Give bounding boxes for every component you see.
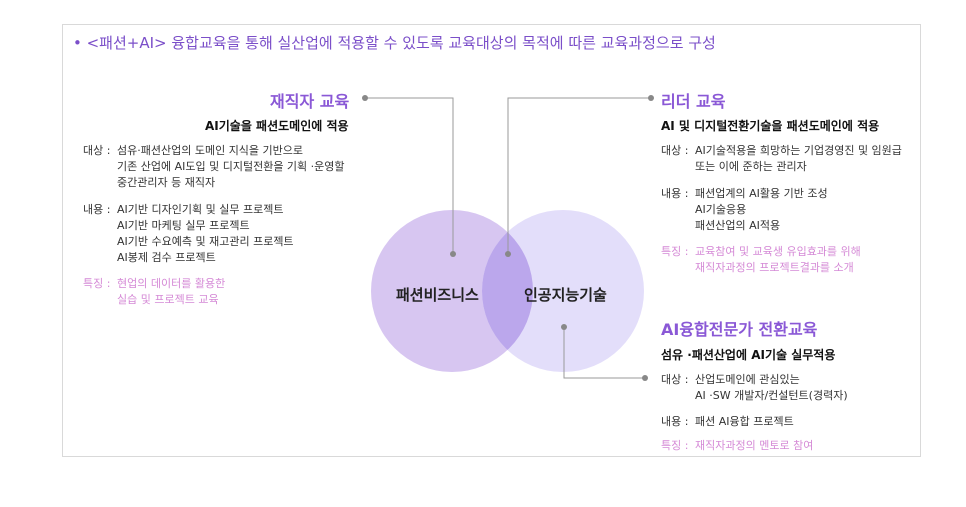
worker-target-3: 중간관리자 등 재직자 (117, 176, 216, 189)
leader-content-label: 내용 : (661, 187, 689, 200)
connector-dot (450, 251, 456, 257)
leader-feature-label: 특징 : (661, 245, 689, 258)
leader-content-1: 패션업계의 AI활용 기반 조성 (695, 187, 828, 200)
worker-feature-label: 특징 : (83, 277, 111, 290)
leader-target-1: AI기술적용을 희망하는 기업경영진 및 임원급 (695, 144, 902, 157)
expert-target-label: 대상 : (661, 373, 689, 386)
leader-target-label: 대상 : (661, 144, 689, 157)
expert-target-1: 산업도메인에 관심있는 (695, 373, 800, 386)
venn-label-ai: 인공지능기술 (524, 286, 607, 304)
worker-content-1: AI기반 디자인기획 및 실무 프로젝트 (117, 203, 284, 216)
expert-title: AI융합전문가 전환교육 (661, 320, 818, 339)
expert-feature-label: 특징 : (661, 439, 689, 452)
worker-content-3: AI기반 수요예측 및 재고관리 프로젝트 (117, 235, 294, 248)
connector-dot (505, 251, 511, 257)
leader-content-3: 패션산업의 AI적용 (695, 219, 781, 232)
expert-subtitle: 섬유 ·패션산업에 AI기술 실무적용 (661, 348, 836, 362)
expert-content-label: 내용 : (661, 415, 689, 428)
worker-feature-2: 실습 및 프로젝트 교육 (117, 293, 219, 306)
connector-dot (648, 95, 654, 101)
leader-feature-2: 재직자과정의 프로젝트결과를 소개 (695, 261, 854, 274)
leader-target-2: 또는 이에 준하는 관리자 (695, 160, 807, 173)
expert-target-2: AI ·SW 개발자/컨설턴트(경력자) (695, 389, 848, 402)
leader-content-2: AI기술응용 (695, 203, 747, 216)
expert-feature-1: 재직자과정의 멘토로 참여 (695, 439, 814, 452)
worker-target-1: 섬유·패션산업의 도메인 지식을 기반으로 (117, 144, 304, 157)
connector-dot (362, 95, 368, 101)
expert-content-1: 패션 AI융합 프로젝트 (695, 415, 794, 428)
connector-expert (563, 327, 645, 379)
worker-content-2: AI기반 마케팅 실무 프로젝트 (117, 219, 250, 232)
connector-leader (507, 97, 651, 254)
connector-dot (561, 324, 567, 330)
connector-worker (365, 97, 454, 254)
venn-circle-fashion (371, 210, 533, 372)
worker-target-2: 기존 산업에 AI도입 및 디지털전환을 기획 ·운영할 (117, 160, 345, 173)
leader-title: 리더 교육 (661, 92, 726, 111)
worker-subtitle: AI기술을 패션도메인에 적용 (205, 119, 349, 133)
worker-title: 재직자 교육 (270, 92, 350, 111)
leader-feature-1: 교육참여 및 교육생 유입효과를 위해 (695, 245, 861, 258)
leader-subtitle: AI 및 디지털전환기술을 패션도메인에 적용 (661, 119, 880, 133)
content-frame (62, 24, 921, 457)
worker-content-label: 내용 : (83, 203, 111, 216)
connector-dot (642, 375, 648, 381)
venn-label-fashion: 패션비즈니스 (396, 286, 479, 304)
worker-target-label: 대상 : (83, 144, 111, 157)
venn-circle-ai (482, 210, 644, 372)
worker-content-4: AI봉제 검수 프로젝트 (117, 251, 216, 264)
worker-feature-1: 현업의 데이터를 활용한 (117, 277, 226, 290)
intro-text: • <패션+AI> 융합교육을 통해 실산업에 적용할 수 있도록 교육대상의 … (73, 34, 716, 52)
